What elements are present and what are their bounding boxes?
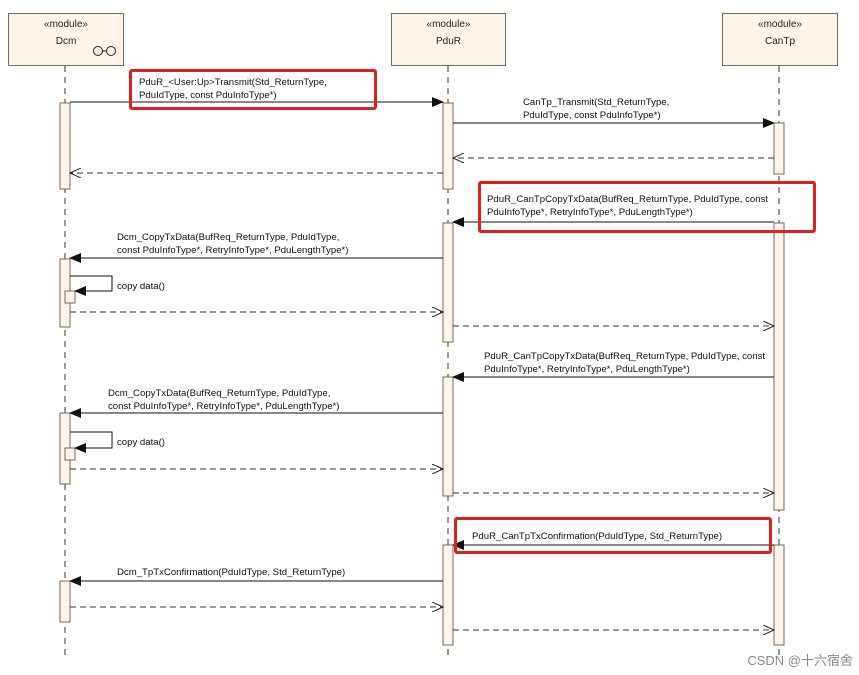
lifeline-pdur-box: «module» PduR xyxy=(391,13,506,66)
self-call-arrow xyxy=(70,431,113,453)
self-call-activation xyxy=(64,447,76,461)
lifeline-name: PduR xyxy=(435,36,461,47)
watermark-text: CSDN @十六宿舍 xyxy=(747,653,853,668)
activation-cantp xyxy=(773,122,785,175)
stereotype-label: «module» xyxy=(44,19,88,30)
self-call-label: copy data() xyxy=(117,281,165,292)
lifeline-name: CanTp xyxy=(764,36,795,47)
message-label: PduR_CanTpCopyTxData(BufReq_ReturnType, … xyxy=(484,351,766,375)
self-call-arrow xyxy=(70,275,113,296)
activation-pdur xyxy=(442,544,454,646)
highlight-box xyxy=(454,517,772,554)
activation-pdur xyxy=(442,222,454,343)
subsystem-icon xyxy=(93,46,116,56)
activation-cantp xyxy=(773,222,785,511)
self-call-activation xyxy=(64,290,76,304)
stereotype-label: «module» xyxy=(758,19,802,30)
highlight-box xyxy=(478,181,816,233)
activation-dcm xyxy=(59,102,71,190)
activation-pdur xyxy=(442,102,454,190)
message-label: PduR_<User:Up>Transmit(Std_ReturnType, P… xyxy=(139,77,327,101)
message-label: Dcm_CopyTxData(BufReq_ReturnType, PduIdT… xyxy=(117,232,349,256)
message-label: CanTp_Transmit(Std_ReturnType, PduIdType… xyxy=(523,97,670,121)
activation-dcm xyxy=(59,580,71,623)
highlight-box xyxy=(129,69,377,110)
message-label: Dcm_CopyTxData(BufReq_ReturnType, PduIdT… xyxy=(108,388,340,412)
lifeline-cantp-box: «module» CanTp xyxy=(722,13,838,66)
self-call-label: copy data() xyxy=(117,437,165,448)
activation-cantp xyxy=(773,544,785,646)
stereotype-label: «module» xyxy=(426,19,471,30)
activation-pdur xyxy=(442,376,454,497)
message-label: Dcm_TpTxConfirmation(PduIdType, Std_Retu… xyxy=(117,567,346,578)
message-label: PduR_CanTpCopyTxData(BufReq_ReturnType, … xyxy=(487,194,769,218)
lifeline-name: Dcm xyxy=(55,36,77,47)
message-label: PduR_CanTpTxConfirmation(PduIdType, Std_… xyxy=(472,531,723,542)
lifeline-dcm-box: «module» Dcm xyxy=(8,13,124,66)
